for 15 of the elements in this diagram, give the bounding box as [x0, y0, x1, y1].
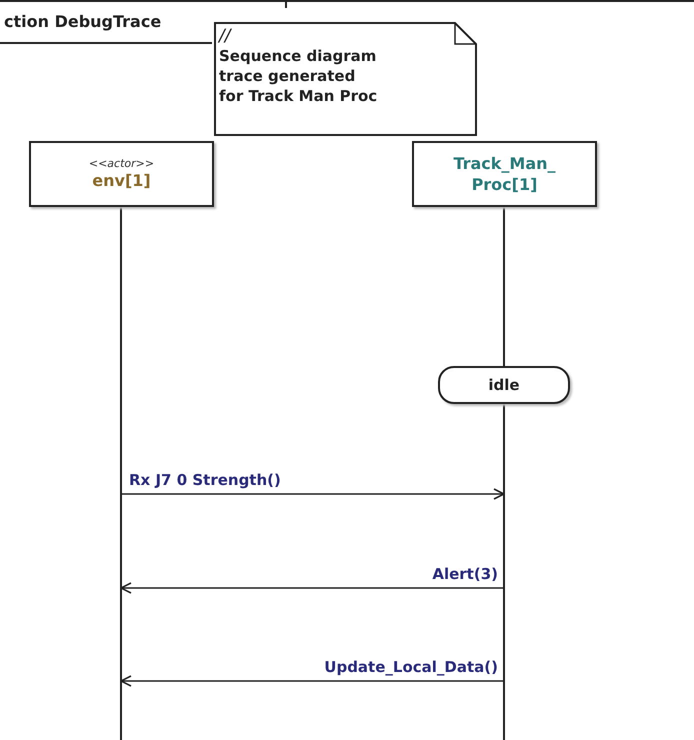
stereotype-text: <<actor>>	[88, 157, 154, 170]
message-arrow	[120, 582, 504, 594]
lifeline-head	[29, 141, 214, 207]
message-arrow	[120, 675, 504, 687]
state-box	[438, 366, 570, 404]
lifeline-name: Track_Man_ Proc[1]	[452, 153, 557, 195]
state-name: idle	[488, 376, 520, 394]
message-arrow	[121, 488, 505, 500]
frame-title: ction DebugTrace	[4, 12, 162, 31]
comment-mark: //	[219, 26, 233, 46]
message-label: Alert(3)	[430, 565, 500, 583]
lifeline-head	[412, 141, 597, 207]
message-label: Rx J7 0 Strength()	[127, 471, 283, 489]
note-text: Sequence diagram trace generated for Track Man Proc	[219, 46, 378, 106]
lifeline-name: env[1]	[92, 170, 151, 191]
